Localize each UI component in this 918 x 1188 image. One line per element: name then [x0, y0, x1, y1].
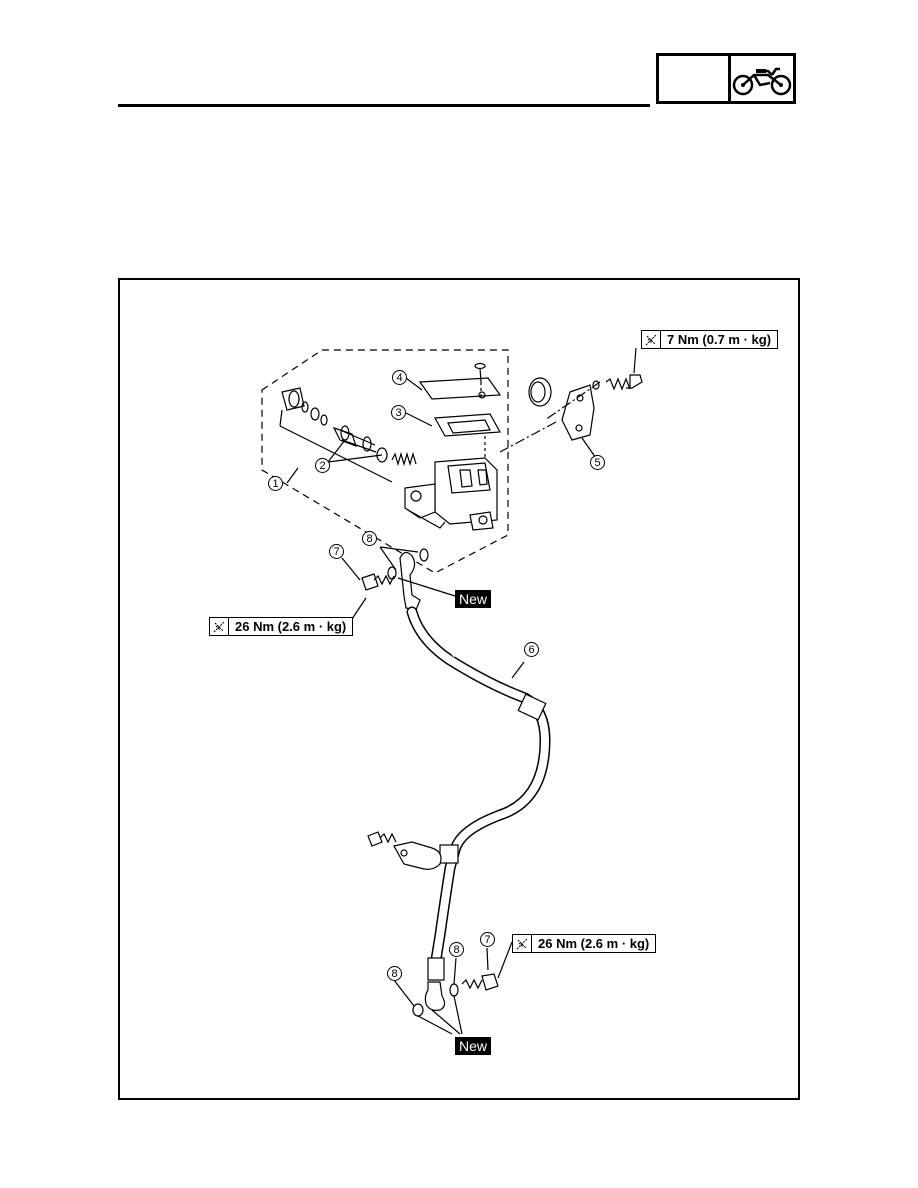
exploded-diagram-frame	[118, 278, 800, 1100]
torque-wrench-icon	[210, 618, 229, 635]
callout-3: 3	[391, 405, 406, 420]
callout-8-lower-left: 8	[387, 966, 402, 981]
callout-8-upper: 8	[362, 531, 377, 546]
lower-union-bolt	[461, 973, 499, 991]
handlebar-holder	[528, 377, 595, 441]
holder-bolt	[605, 374, 643, 391]
new-part-tag-upper: New	[455, 590, 492, 608]
chapter-box-blank	[659, 56, 731, 101]
callout-5: 5	[590, 455, 605, 470]
callout-7-upper: 7	[329, 544, 344, 559]
callout-8-lower-right: 8	[449, 942, 464, 957]
piston-kit	[279, 387, 417, 483]
torque-value: 26 Nm (2.6 m · kg)	[538, 936, 650, 951]
torque-spec-lower-union-bolt: 26 Nm (2.6 m · kg)	[512, 934, 657, 953]
callout-1: 1	[268, 476, 283, 491]
header-rule	[118, 104, 650, 107]
new-part-tag-lower: New	[455, 1037, 492, 1055]
brake-hose	[406, 606, 551, 966]
callout-2: 2	[315, 458, 330, 473]
lower-banjo-fitting	[424, 981, 446, 1011]
torque-value: 26 Nm (2.6 m · kg)	[235, 619, 347, 634]
torque-spec-holder-bolt: 7 Nm (0.7 m · kg)	[641, 330, 779, 349]
assembly-dashed-outline	[261, 349, 509, 574]
motorcycle-icon	[731, 56, 793, 101]
diaphragm	[434, 413, 501, 437]
torque-spec-upper-union-bolt: 26 Nm (2.6 m · kg)	[209, 617, 354, 636]
callout-7-lower: 7	[480, 932, 495, 947]
cap-screw	[474, 362, 486, 383]
callout-4: 4	[392, 370, 407, 385]
torque-wrench-icon	[513, 935, 532, 952]
hose-clamp	[367, 831, 442, 870]
reservoir-cap	[418, 377, 502, 400]
torque-value: 7 Nm (0.7 m · kg)	[667, 332, 772, 347]
chapter-icon-box	[656, 53, 796, 104]
master-cylinder-body	[404, 457, 498, 531]
callout-6: 6	[524, 642, 539, 657]
upper-union-bolt	[361, 573, 395, 591]
torque-wrench-icon	[642, 331, 661, 348]
